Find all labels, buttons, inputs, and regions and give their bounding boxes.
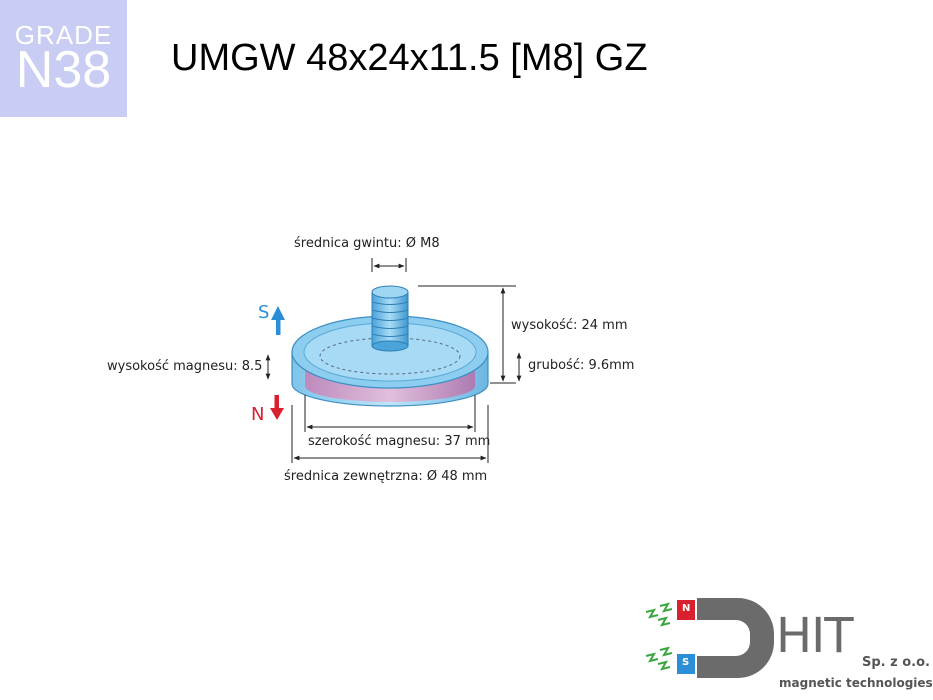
grade-value: N38 xyxy=(15,41,112,99)
cup-body xyxy=(291,315,489,407)
magnet-height-label: wysokość magnesu: 8.5 xyxy=(107,359,263,374)
grade-label: GRADE xyxy=(14,20,113,50)
height-label: wysokość: 24 mm xyxy=(511,318,628,333)
threaded-stud xyxy=(371,285,409,352)
thread-diameter-label: średnica gwintu: Ø M8 xyxy=(294,236,440,251)
north-pole-label: N xyxy=(251,404,265,425)
logo-tagline: magnetic technologies xyxy=(779,676,933,690)
thickness-label: grubość: 9.6mm xyxy=(528,358,635,373)
grade-badge: GRADE N38 xyxy=(0,0,127,117)
logo-suffix: Sp. z o.o. xyxy=(862,655,930,670)
south-arrow xyxy=(271,306,285,335)
outer-diameter-label: średnica zewnętrzna: Ø 48 mm xyxy=(284,469,488,484)
logo-brand: HIT xyxy=(776,608,854,664)
logo-pole-s: S xyxy=(682,657,690,668)
product-title: UMGW 48x24x11.5 [M8] GZ xyxy=(171,37,648,79)
logo-pole-n: N xyxy=(682,603,691,614)
magnet-width-label: szerokość magnesu: 37 mm xyxy=(308,434,491,449)
north-arrow xyxy=(270,395,284,420)
south-pole-label: S xyxy=(258,302,270,323)
